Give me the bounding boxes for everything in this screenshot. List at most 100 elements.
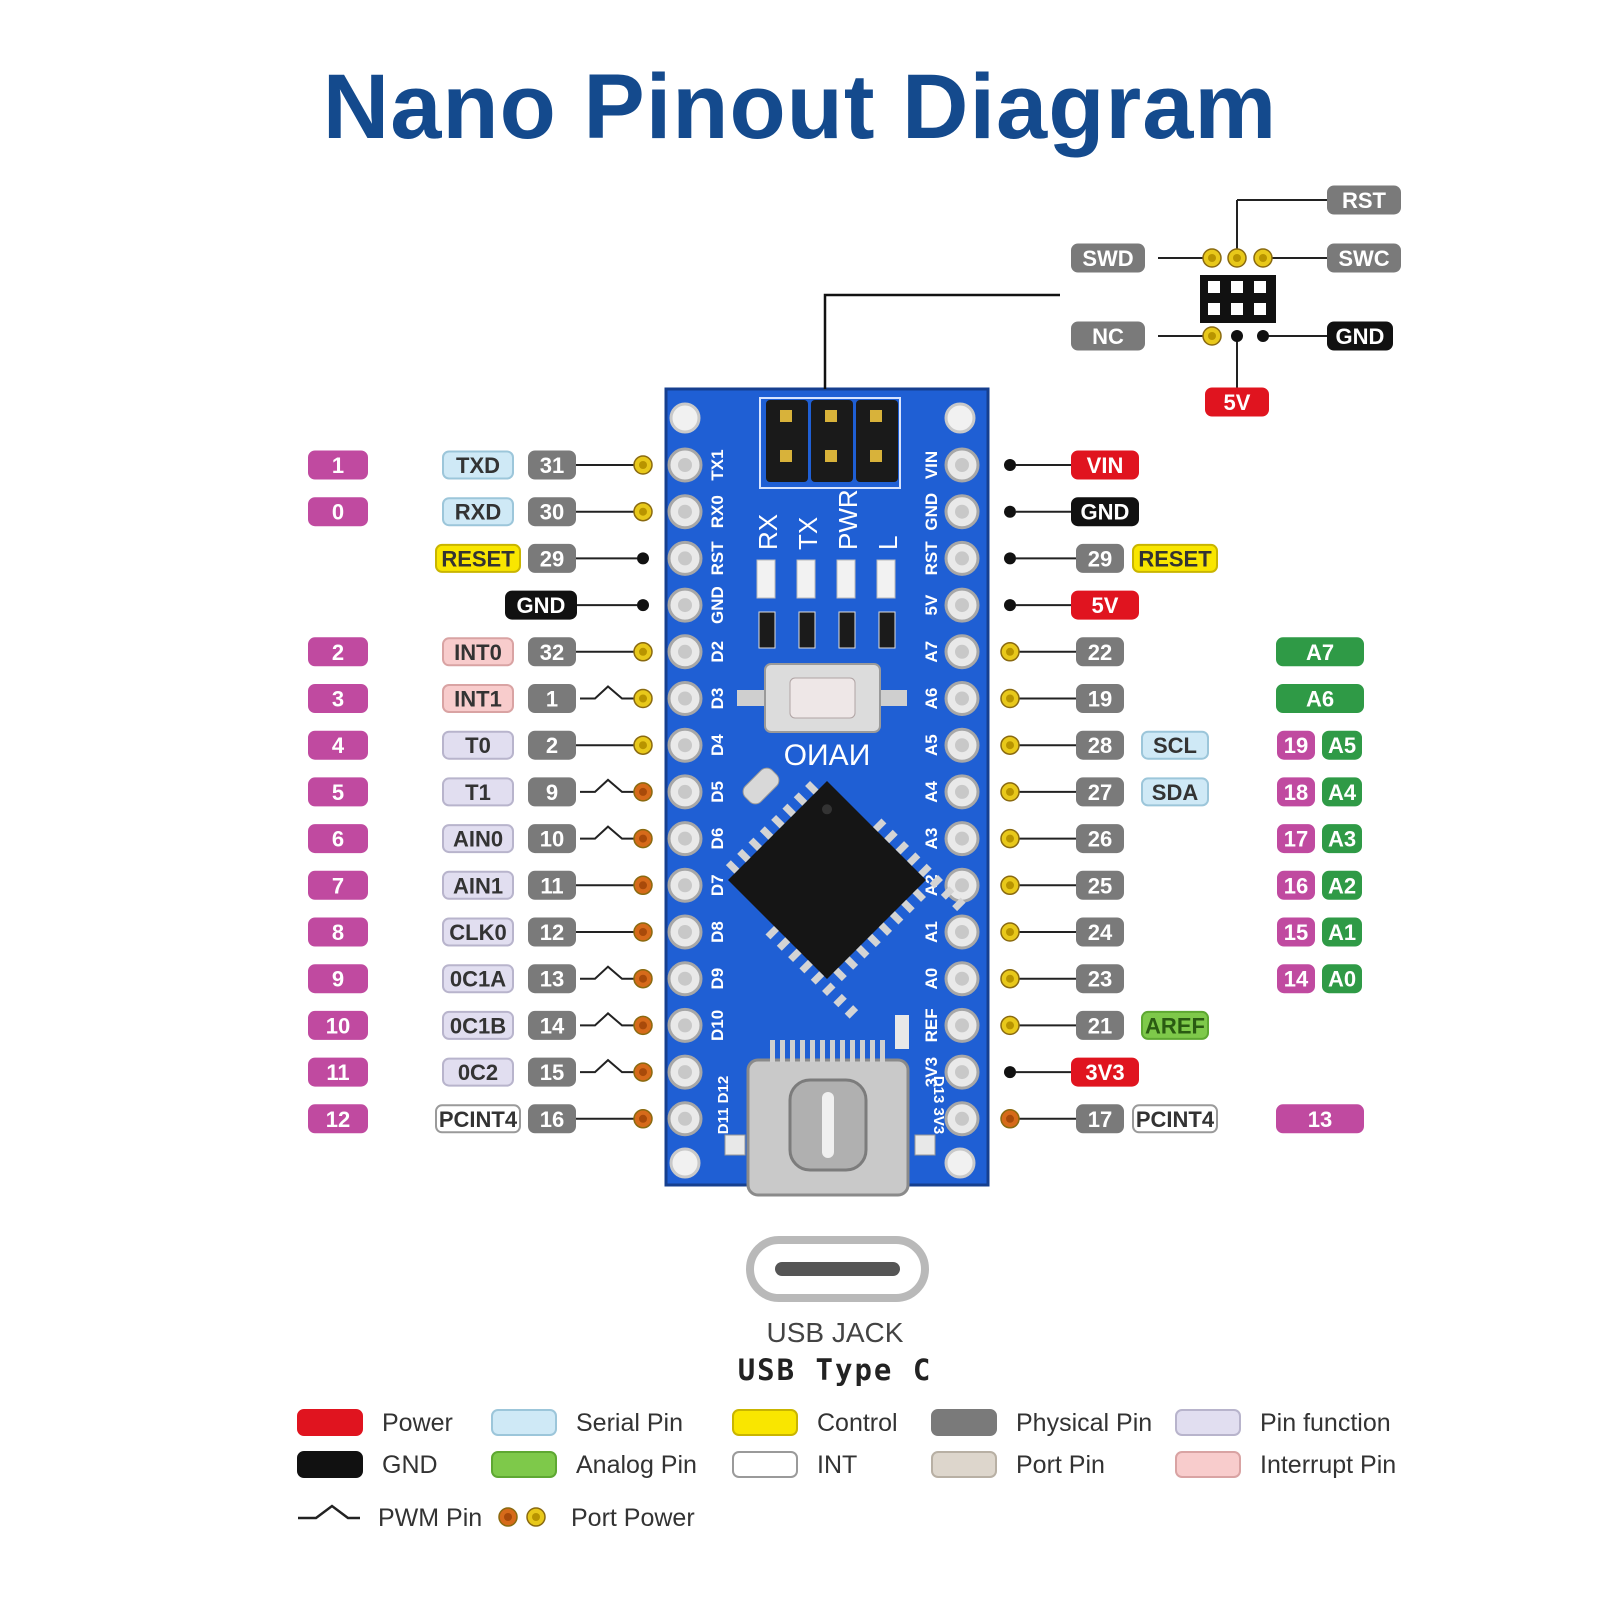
physical-pin: 9: [528, 777, 576, 807]
analog-pin-label: A2: [1328, 873, 1356, 898]
physical-pin-bg: [1076, 684, 1124, 713]
physical-pin-bg: [1076, 824, 1124, 854]
pin-function-bg: [442, 730, 514, 760]
pin-number: 1: [308, 450, 368, 480]
pin-label-bg: [1141, 1010, 1209, 1040]
silk-right: GND: [922, 493, 941, 531]
mcu-pin: [822, 982, 836, 996]
physical-pin-bg: [528, 777, 576, 807]
legend-swatch-function: [1175, 1409, 1241, 1436]
pin-function: GND: [505, 590, 577, 620]
pin-function-bg: [442, 870, 514, 900]
pin-label: RESET: [1132, 543, 1218, 573]
icsp-5v-bg: [1205, 387, 1269, 417]
icsp-block: [856, 400, 898, 482]
port-power-dot-core: [1006, 741, 1014, 750]
port-power-dot-core: [639, 507, 647, 516]
pin-function: AIN0: [442, 824, 514, 854]
mcu-pin: [895, 841, 910, 855]
port-power-dot-core: [1006, 1021, 1014, 1030]
analog-pin-label: A5: [1328, 733, 1356, 758]
pin-function-bg: [442, 637, 514, 667]
header-pin-hole: [955, 1065, 969, 1080]
header-pin-hole: [678, 738, 692, 753]
header-pin-hole: [678, 1065, 692, 1080]
pin-number: 7: [308, 870, 368, 900]
physical-pin-label: 10: [540, 827, 564, 852]
pin-number-label: 11: [326, 1060, 349, 1085]
pin-label-bg: [1071, 590, 1139, 620]
mcu-pin: [906, 852, 921, 866]
silk-right: A1: [922, 921, 941, 943]
nano-board: TX1RX0RSTGNDD2D3D4D5D6D7D8D9D10VINGNDRST…: [664, 387, 990, 1197]
header-pin-hole: [955, 971, 969, 986]
physical-pin-label: 29: [1088, 546, 1112, 571]
resistor: [838, 611, 856, 649]
pin-label: 5V: [1071, 590, 1139, 620]
pin-number: 16: [1277, 870, 1315, 900]
pin-label-bg: [1141, 730, 1209, 760]
silk-right: A6: [922, 688, 941, 710]
mcu-pin: [901, 899, 915, 914]
silk-left: RX0: [708, 495, 727, 528]
port-power-dot: [1004, 1066, 1016, 1079]
header-pin-hole: [955, 831, 969, 846]
physical-pin-label: 16: [540, 1107, 564, 1132]
mcu-pin: [912, 888, 926, 902]
pin-function-label: RESET: [441, 546, 515, 571]
icsp-swc: SWC: [1327, 243, 1401, 273]
pin-function: AIN1: [442, 870, 514, 900]
mcu-pin: [737, 848, 751, 863]
physical-pin-label: 12: [540, 920, 564, 945]
pin-function-label: TXD: [456, 453, 500, 478]
physical-pin-bg: [528, 730, 576, 760]
pin-function: PCINT4: [435, 1104, 521, 1134]
icsp-swc-bg: [1327, 243, 1401, 273]
port-power-dot: [637, 599, 649, 612]
physical-pin: 10: [528, 824, 576, 854]
port-power-dot-core: [639, 1114, 647, 1123]
port-power-dot: [637, 552, 649, 565]
pin-number-bg: [308, 1104, 368, 1134]
icsp-rst-bg: [1327, 185, 1401, 215]
icsp-pin: [825, 410, 837, 422]
silk-usb-right: D13 3V3: [930, 1076, 947, 1134]
pin-number-bg: [308, 1057, 368, 1087]
legend-swatch-control: [732, 1409, 798, 1436]
pwm-wire: [580, 778, 635, 793]
port-power-dot-core: [1006, 787, 1014, 796]
silk-right: RST: [922, 541, 941, 576]
pin-number: 15: [1277, 917, 1315, 947]
icsp-pin: [870, 450, 882, 462]
resistor: [758, 611, 776, 649]
smd-part: [914, 1134, 936, 1156]
usb-pin: [830, 1040, 835, 1062]
port-power-dot-core: [639, 1068, 647, 1077]
mcu-pin: [759, 826, 774, 840]
icsp-swc-label: SWC: [1338, 246, 1389, 271]
pin-number-bg: [1276, 1104, 1364, 1134]
physical-pin-bg: [528, 684, 576, 713]
legend-label: Port Power: [571, 1504, 695, 1532]
pin-number: 14: [1277, 964, 1315, 994]
pin-number-bg: [1277, 777, 1315, 807]
pin-function-label: GND: [517, 593, 566, 618]
physical-pin-label: 24: [1088, 920, 1113, 945]
usb-pin: [850, 1040, 855, 1062]
legend-label: Pin function: [1260, 1409, 1391, 1437]
mcu-pin: [884, 829, 898, 844]
pin-number: 9: [308, 964, 368, 994]
pin-function: T0: [442, 730, 514, 760]
pin-function-bg: [442, 497, 514, 527]
physical-pin: 24: [1076, 917, 1124, 947]
pin-number-label: 1: [332, 453, 344, 478]
legend-swatch-interrupt: [1175, 1451, 1241, 1478]
header-pin-hole: [678, 971, 692, 986]
pin-number-bg: [308, 917, 368, 947]
port-power-dot-core: [1006, 647, 1014, 656]
pin-number-bg: [308, 964, 368, 994]
usb-pin: [870, 1040, 875, 1062]
mcu-pin: [929, 875, 943, 889]
icsp-pin: [780, 450, 792, 462]
pin-number-bg: [308, 730, 368, 760]
